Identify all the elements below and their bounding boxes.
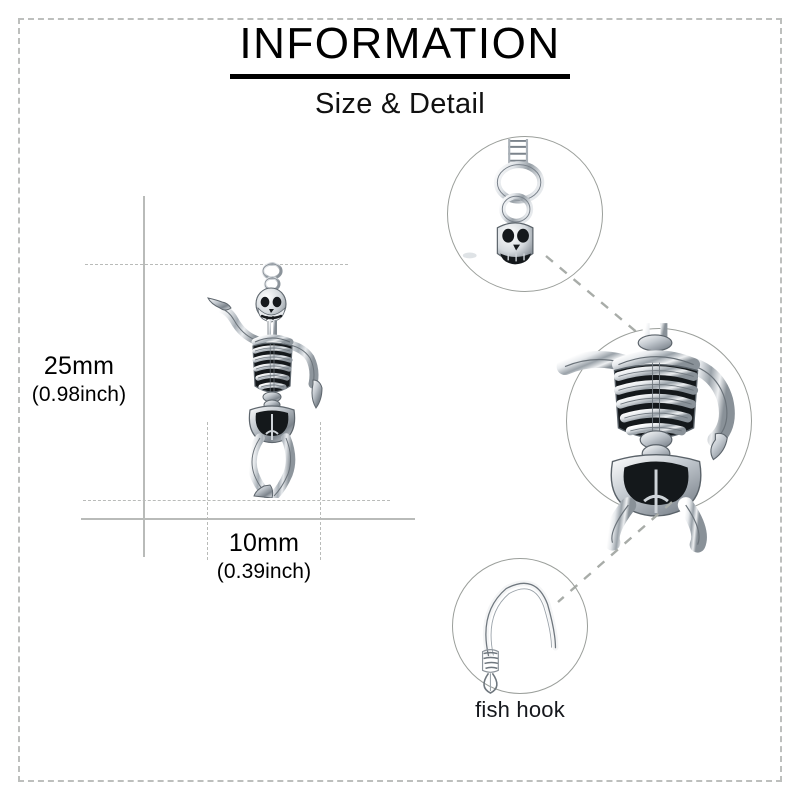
height-inch-value: (0.98inch)	[31, 383, 127, 406]
header: INFORMATION Size & Detail	[0, 22, 800, 121]
height-dimension-label: 25mm (0.98inch)	[18, 350, 140, 409]
fish-hook-label: fish hook	[475, 697, 565, 722]
fish-hook-zoom-art	[481, 580, 559, 694]
width-mm-value: 10mm	[228, 529, 300, 557]
skeleton-pendant-image	[207, 262, 323, 498]
horizontal-baseline	[81, 518, 415, 520]
ribcage-pelvis-zoom-art	[556, 323, 735, 553]
page-subtitle: Size & Detail	[315, 88, 485, 120]
guide-line-bottom	[83, 500, 390, 501]
title-underline-rule	[230, 74, 570, 79]
fish-hook-detail-circle	[452, 558, 588, 694]
height-mm-value: 25mm	[43, 352, 115, 380]
vertical-axis-line	[143, 196, 145, 557]
torso-detail-circle	[556, 323, 752, 553]
page-title: INFORMATION	[239, 19, 561, 68]
skull-head-zoom-art	[462, 138, 545, 265]
guide-line-left	[207, 422, 208, 560]
width-inch-value: (0.39inch)	[216, 560, 312, 583]
guide-line-right	[320, 422, 321, 560]
guide-line-top	[85, 264, 348, 265]
width-dimension-label: 10mm (0.39inch)	[173, 527, 355, 586]
dashed-border-frame	[18, 18, 782, 782]
skull-detail-circle	[447, 136, 603, 292]
